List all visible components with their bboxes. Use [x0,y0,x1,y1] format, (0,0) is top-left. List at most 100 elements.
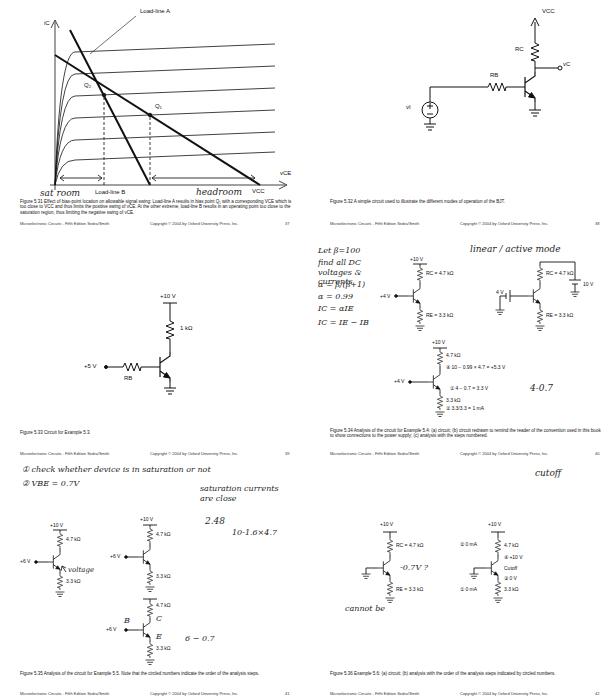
circuit-label: 4.7 kΩ [156,602,171,608]
circuit-label: +10 V [488,521,501,527]
footer-text: Microelectronic Circuits - Fifth Edition… [20,692,109,697]
circuit-label: +10 V [432,339,445,345]
footer-text: Microelectronic Circuits - Fifth Edition… [20,452,109,457]
footer-text: 40 [595,452,599,457]
footer-text: Copyright © 2004 by Oxford University Pr… [150,222,238,227]
circuit-label: 3.3 kΩ [156,573,171,579]
circuit-label: ② 0 mA [460,541,477,547]
circuit-label: +4 V [380,293,390,299]
circuit-label: RE = 3.3 kΩ [546,312,573,318]
handwritten-note: saturation currents are close [200,484,280,503]
circuit-label: ③ 0 V [504,575,517,581]
circuit-label: 4.7 kΩ [156,531,171,537]
handwritten-note: C [156,614,162,624]
circuit-label: RC = 4.7 kΩ [396,542,424,548]
circuit-label: ① 4 − 0.7 = 3.3 V [450,385,488,391]
circuit-label: +10 V [140,516,153,522]
figure-caption: Figure 5.33 Circuit for Example 5.3. [20,430,292,435]
circuit-label: VCC [542,8,555,15]
handwritten-note: ① check whether device is in saturation … [22,465,211,475]
circuit-label: +5 V [84,363,97,370]
circuit-label: 4 V [496,289,504,295]
analysis-circuits [395,262,581,417]
handwritten-note: voltage [68,566,94,574]
circuit-label: vCE [280,170,291,177]
circuit-label: +6 V [106,626,116,632]
handwritten-note: IC = αIE [318,304,353,314]
handwritten-note: IC = IE − IB [318,318,369,328]
circuit-label: 4.7 kΩ [446,352,461,358]
handwritten-note: cannot be [345,604,385,614]
circuit-label: +10 V [50,522,63,528]
handwritten-note: 6 − 0.7 [185,634,215,644]
circuit-label: ④ +10 V [504,554,523,560]
circuit-label: Cutoff [504,565,517,571]
circuit-label: 4.7 kΩ [504,542,519,548]
footer-text: Microelectronic Circuits - Fifth Edition… [330,692,419,697]
circuit-label: ① 0 mA [460,586,477,592]
circuit-label: RE = 3.3 kΩ [396,586,423,592]
cutoff-circuits [362,532,506,603]
handwritten-note: α = β/(β+1) [318,280,365,290]
circuit-label: iC [44,20,50,27]
handwritten-marks [61,566,66,572]
circuit-label: 3.3 kΩ [446,397,461,403]
figure-caption: Figure 5.32 A simple circuit used to ill… [330,199,602,204]
figure-caption: Figure 5.31 Effect of bias-point locatio… [20,199,292,215]
figure-caption: Figure 5.35 Analysis of the circuit for … [20,671,292,676]
footer-text: 38 [595,222,599,227]
circuit-label: +6 V [110,553,120,559]
circuit-label: Load-line A [140,8,170,15]
circuit-label: 3.3 kΩ [156,645,171,651]
footer-text: Microelectronic Circuits - Fifth Edition… [330,222,419,227]
circuit-label: RB [124,375,132,382]
circuit-label: 3.3 kΩ [66,578,81,584]
handwritten-note: 2.48 [205,516,225,527]
circuit-label: +10 V [160,293,176,300]
footer-text: 41 [285,692,289,697]
saturation-circuits [35,525,157,665]
footer-text: Microelectronic Circuits - Fifth Edition… [20,222,109,227]
circuit-label: Q₁ [155,103,162,110]
handwritten-note: Let β=100 [318,246,360,256]
circuit-label: vI [406,104,411,111]
circuit-label: RB [490,72,498,79]
circuit-label: RC [515,46,524,53]
handwritten-note: α = 0.99 [318,292,353,302]
circuit-label: Q₂ [84,82,91,89]
handwritten-note: headroom [196,187,242,198]
handwritten-note: E [156,632,162,642]
circuit-label: +6 V [20,558,30,564]
handwritten-note: linear / active mode [470,244,561,255]
handwritten-note: ② VBE = 0.7V [22,479,79,489]
handwritten-marks [60,97,255,185]
circuit-label: +10 V [410,256,423,262]
circuit-label: RC = 4.7 kΩ [426,270,454,276]
handwritten-note: -0.7V ? [400,563,428,573]
footer-text: 39 [285,452,289,457]
footer-text: 42 [595,692,599,697]
load-line-graph [50,16,287,190]
handwritten-note: cutoff [535,468,561,479]
example-circuit [105,303,178,394]
bjt-circuit [422,18,562,130]
circuit-label: VCC [252,188,265,195]
footer-text: Copyright © 2004 by Oxford University Pr… [150,452,238,457]
circuit-label: 3.3 kΩ [504,586,519,592]
handwritten-note: 10-1.6×4.7 [232,528,277,538]
circuit-label: ④ 10 − 0.99 × 4.7 = +5.3 V [446,364,505,370]
footer-text: Copyright © 2004 by Oxford University Pr… [460,692,548,697]
circuit-label: +4 V [394,378,404,384]
circuit-label: ② 3.3/3.3 = 1 mA [446,405,484,411]
circuit-label: 4.7 kΩ [66,536,81,542]
footer-text: Copyright © 2004 by Oxford University Pr… [460,452,548,457]
circuit-label: Load-line B [95,189,125,196]
figure-caption: Figure 5.36 Example 5.6: (a) circuit; (b… [330,671,602,676]
circuit-label: 1 kΩ [180,325,193,332]
footer-text: Copyright © 2004 by Oxford University Pr… [460,222,548,227]
circuit-label: RC = 4.7 kΩ [546,270,574,276]
handwritten-note: B [124,616,130,626]
